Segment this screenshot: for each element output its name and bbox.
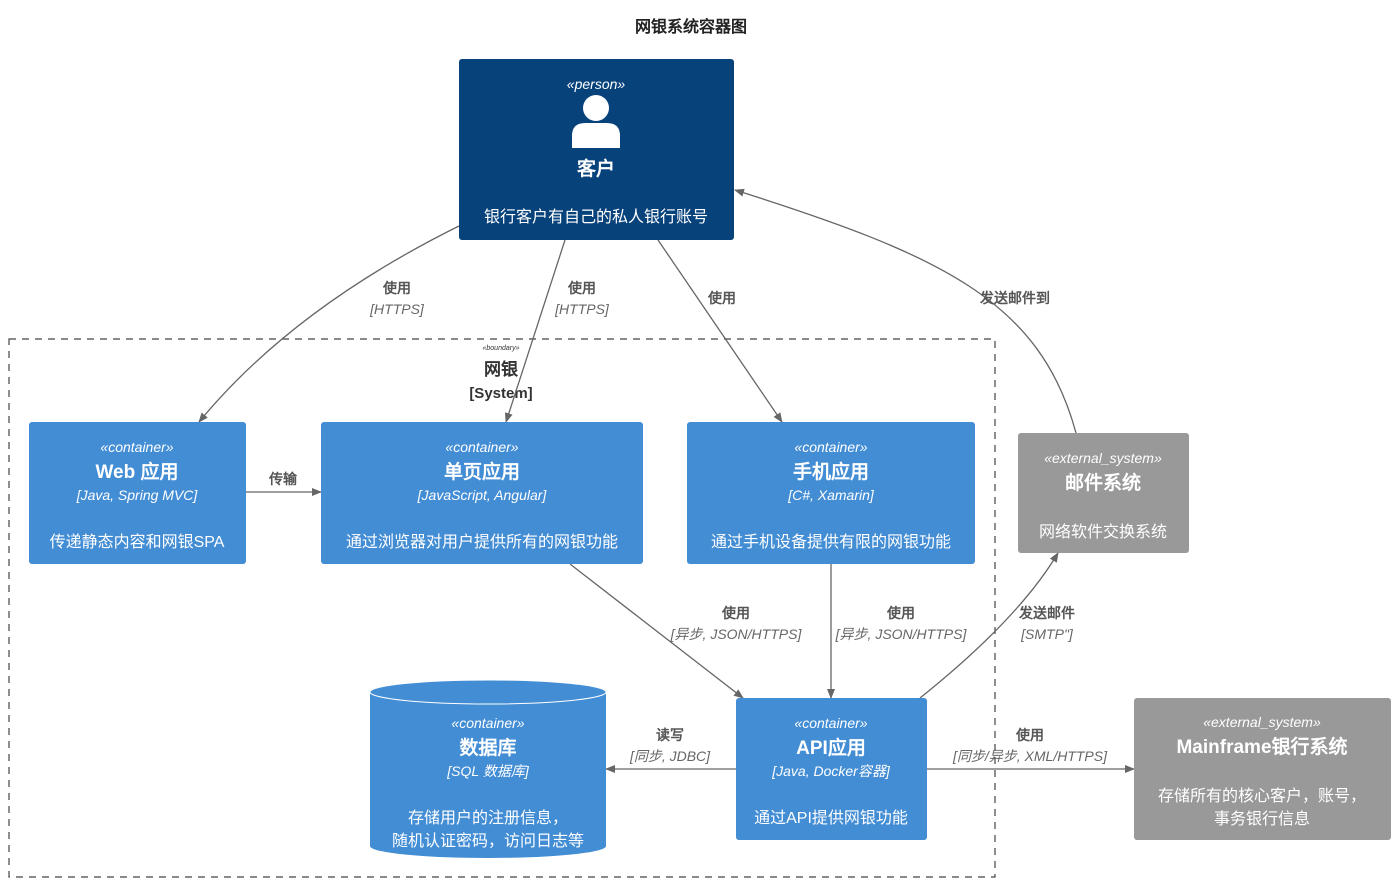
external-mainframe-system[interactable]: «external_system» Mainframe银行系统 存储所有的核心客… (1134, 698, 1391, 840)
relationships (198, 188, 1135, 773)
web-app-stereotype: «container» (100, 439, 173, 455)
boundary-name: 网银 (484, 359, 519, 379)
rel-mobile-api-label: 使用 (886, 605, 915, 621)
container-mobile-app[interactable]: «container» 手机应用 [C#, Xamarin] 通过手机设备提供有… (687, 422, 975, 564)
rel-api-db-tech: [同步, JDBC] (629, 748, 711, 764)
database-description-line1: 存储用户的注册信息， (408, 809, 568, 827)
person-icon (572, 95, 620, 148)
rel-person-spa-tech: [HTTPS] (554, 301, 610, 317)
mobile-app-tech: [C#, Xamarin] (787, 487, 875, 503)
person-stereotype: «person» (567, 76, 626, 92)
container-database[interactable]: «container» 数据库 [SQL 数据库] 存储用户的注册信息， 随机认… (369, 679, 607, 858)
boundary-tag: [System] (469, 385, 532, 402)
rel-api-mail-tech: [SMTP"] (1020, 626, 1074, 642)
mobile-app-name: 手机应用 (793, 460, 869, 483)
mainframe-name: Mainframe银行系统 (1176, 735, 1347, 758)
diagram-title: 网银系统容器图 (635, 17, 747, 36)
spa-stereotype: «container» (445, 439, 518, 455)
mainframe-description-line1: 存储所有的核心客户，账号， (1158, 787, 1366, 805)
mobile-app-description: 通过手机设备提供有限的网银功能 (711, 533, 951, 551)
arrow-person-web (198, 225, 460, 423)
api-app-description: 通过API提供网银功能 (754, 809, 908, 827)
arrow-person-mobile (657, 239, 783, 423)
web-app-name: Web 应用 (95, 460, 178, 483)
rel-person-mobile-label: 使用 (707, 290, 736, 306)
api-app-name: API应用 (796, 736, 866, 759)
mainframe-stereotype: «external_system» (1203, 714, 1321, 730)
container-spa[interactable]: «container» 单页应用 [JavaScript, Angular] 通… (321, 422, 643, 564)
rel-web-spa-label: 传输 (268, 471, 298, 487)
api-app-tech: [Java, Docker容器] (771, 763, 891, 779)
external-mail-system[interactable]: «external_system» 邮件系统 网络软件交换系统 (1018, 433, 1189, 553)
rel-person-web-tech: [HTTPS] (369, 301, 425, 317)
person-name: 客户 (577, 157, 615, 180)
relationship-labels: 使用 [HTTPS] 使用 [HTTPS] 使用 发送邮件到 传输 使用 [异步… (268, 280, 1108, 764)
web-app-tech: [Java, Spring MVC] (76, 487, 199, 503)
mail-system-name: 邮件系统 (1065, 471, 1141, 494)
mail-system-stereotype: «external_system» (1044, 450, 1162, 466)
container-api-app[interactable]: «container» API应用 [Java, Docker容器] 通过API… (736, 698, 927, 840)
spa-tech: [JavaScript, Angular] (417, 487, 548, 503)
spa-description: 通过浏览器对用户提供所有的网银功能 (346, 533, 618, 551)
rel-api-mail-label: 发送邮件 (1018, 605, 1075, 621)
database-description-line2: 随机认证密码，访问日志等 (392, 832, 584, 850)
arrow-spa-api (569, 563, 744, 699)
database-tech: [SQL 数据库] (446, 763, 530, 779)
arrow-api-mail (919, 552, 1059, 699)
rel-api-db-label: 读写 (656, 727, 684, 743)
rel-api-mainframe-label: 使用 (1015, 727, 1044, 743)
api-app-stereotype: «container» (794, 715, 867, 731)
rel-mail-person-label: 发送邮件到 (979, 290, 1050, 306)
rel-spa-api-tech: [异步, JSON/HTTPS] (670, 626, 803, 642)
container-web-app[interactable]: «container» Web 应用 [Java, Spring MVC] 传递… (29, 422, 246, 564)
mobile-app-stereotype: «container» (794, 439, 867, 455)
arrow-mail-person (734, 188, 1077, 434)
mail-system-description: 网络软件交换系统 (1039, 522, 1167, 541)
rel-person-web-label: 使用 (382, 280, 411, 296)
mainframe-description-line2: 事务银行信息 (1214, 810, 1310, 828)
rel-api-mainframe-tech: [同步/异步, XML/HTTPS] (952, 748, 1108, 764)
database-name: 数据库 (459, 736, 516, 759)
arrow-person-spa (504, 239, 566, 423)
spa-name: 单页应用 (444, 460, 520, 483)
person-customer[interactable]: «person» 客户 银行客户有自己的私人银行账号 (459, 59, 734, 240)
rel-person-spa-label: 使用 (567, 280, 596, 296)
rel-spa-api-label: 使用 (721, 605, 750, 621)
web-app-description: 传递静态内容和网银SPA (50, 533, 225, 551)
database-stereotype: «container» (451, 715, 524, 731)
system-boundary: «boundary» 网银 [System] (8, 338, 996, 878)
rel-mobile-api-tech: [异步, JSON/HTTPS] (835, 626, 968, 642)
boundary-stereotype: «boundary» (483, 345, 520, 352)
person-description: 银行客户有自己的私人银行账号 (484, 208, 708, 226)
